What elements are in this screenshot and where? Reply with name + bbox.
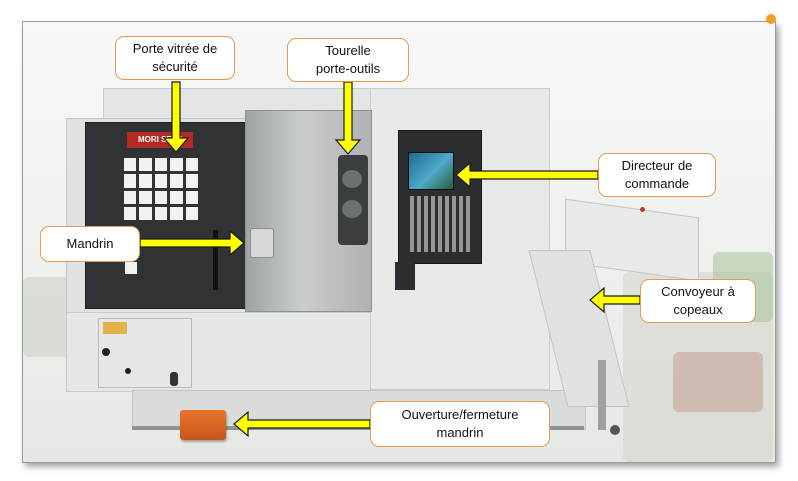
base-knob-2 (125, 368, 131, 374)
label-tourelle: Tourelle porte-outils (287, 38, 409, 82)
label-convoyeur: Convoyeur à copeaux (640, 279, 756, 323)
turret-head-2 (342, 200, 362, 218)
door-grid (124, 158, 198, 220)
conveyor-red-light (640, 207, 645, 212)
label-directeur-text: Directeur de commande (621, 158, 693, 191)
arrow-icon (589, 286, 641, 314)
door-handle (213, 230, 218, 290)
arrow-icon (139, 229, 245, 257)
label-porte-vitree: Porte vitrée de sécurité (115, 36, 235, 80)
chip-conveyor-wheel (610, 425, 620, 435)
label-tourelle-text: Tourelle porte-outils (315, 43, 381, 76)
base-knob-3 (170, 372, 178, 386)
control-stand (395, 262, 415, 290)
arrow-icon (162, 81, 190, 153)
label-mandrin-text: Mandrin (66, 236, 114, 251)
label-convoyeur-text: Convoyeur à copeaux (661, 284, 735, 317)
label-mandrin: Mandrin (40, 226, 140, 262)
arrow-icon (334, 81, 362, 155)
label-porte-vitree-text: Porte vitrée de sécurité (132, 41, 218, 74)
background-red-shelf (673, 352, 763, 412)
corner-mark (766, 14, 776, 24)
label-ouverture: Ouverture/fermeture mandrin (370, 401, 550, 447)
foot-pedal-icon (180, 410, 226, 440)
turret-head-1 (342, 170, 362, 188)
door-sticker (125, 262, 137, 274)
base-warning-sticker (103, 322, 127, 334)
control-screen-icon (408, 152, 454, 190)
arrow-icon (233, 410, 371, 438)
arrow-icon (455, 161, 599, 189)
base-knob-1 (102, 348, 110, 356)
label-directeur: Directeur de commande (598, 153, 716, 197)
chip-conveyor-leg (598, 360, 606, 430)
logo-text: MORI SEIKI (137, 135, 182, 144)
chuck (250, 228, 274, 258)
control-keypad (410, 196, 470, 252)
label-ouverture-text: Ouverture/fermeture mandrin (401, 407, 519, 440)
